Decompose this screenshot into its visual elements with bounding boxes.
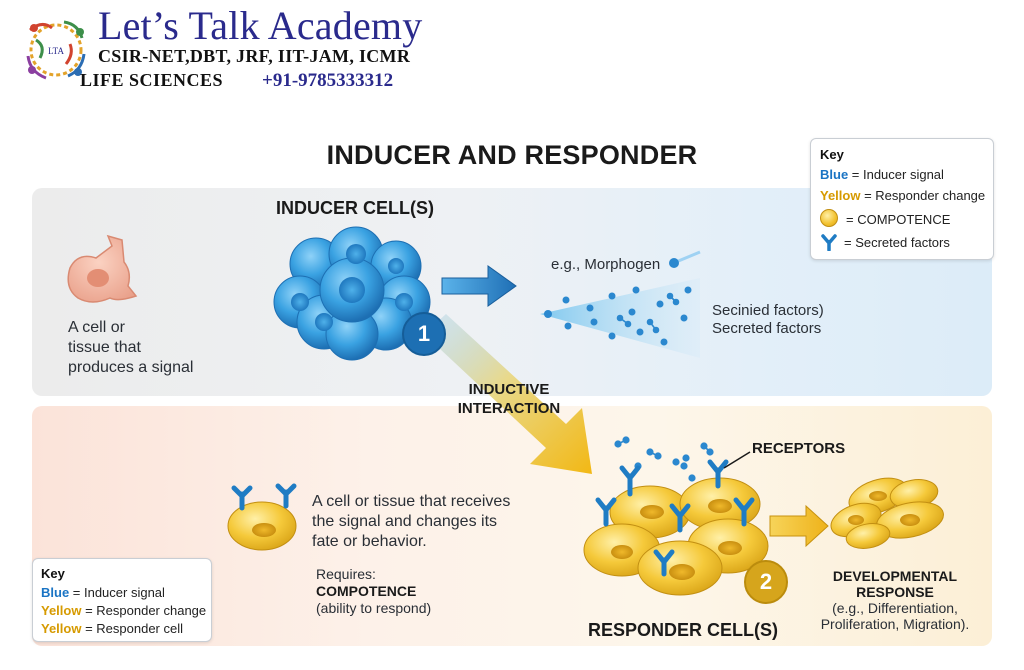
developmental-response-block: DEVELOPMENTAL RESPONSE (e.g., Differenti… xyxy=(800,568,990,632)
receptor-y-icon xyxy=(821,234,837,252)
key-row-yellow: Yellow = Responder change xyxy=(41,603,206,618)
academy-exams: CSIR-NET,DBT, JRF, IIT-JAM, ICMR xyxy=(98,46,411,66)
key-color-word: Yellow xyxy=(820,188,861,203)
key-row-yellow: Yellow = Responder change xyxy=(820,188,985,203)
logo-mark-text: LTA xyxy=(48,46,64,56)
inducer-cell-icon xyxy=(67,234,138,303)
key-heading: Key xyxy=(820,147,844,162)
key-legend-top: Key Blue = Inducer signal Yellow = Respo… xyxy=(810,138,994,260)
developmental-response-heading: RESPONSE xyxy=(856,584,934,600)
inductive-line: INTERACTION xyxy=(457,400,561,417)
responder-description-line: fate or behavior. xyxy=(312,533,427,550)
responder-heading: RESPONDER CELL(S) xyxy=(588,620,779,640)
key-color-word: Yellow xyxy=(41,621,82,636)
key-color-word: Blue xyxy=(820,167,849,182)
inducer-description-line: A cell or xyxy=(68,319,125,336)
secreted-factors-spray-icon xyxy=(540,250,701,358)
developmental-response-example: Proliferation, Migration). xyxy=(820,616,970,632)
responder-description-line: the signal and changes its xyxy=(312,513,498,530)
inducer-description-line: tissue that xyxy=(68,339,141,356)
competence-note: (ability to respond) xyxy=(316,600,432,616)
academy-subject: LIFE SCIENCES xyxy=(80,70,224,90)
key-row-text: = Inducer signal xyxy=(848,167,944,182)
key-legend-bottom: Key Blue = Inducer signal Yellow = Respo… xyxy=(32,558,212,642)
secreted-factors-line: Secreted factors xyxy=(712,320,822,337)
secreted-factors-label: Secinied factors) Secreted factors xyxy=(712,302,824,338)
key-row-text: = Inducer signal xyxy=(69,585,165,600)
step-badge-1: 1 xyxy=(402,312,446,356)
key-row-text: = Responder change xyxy=(860,188,986,203)
key-row-text: = Secreted factors xyxy=(844,235,950,250)
developmental-response-heading: DEVELOPMENTAL xyxy=(832,568,958,584)
academy-name: Let’s Talk Academy xyxy=(98,3,423,48)
receptor-icons xyxy=(595,459,755,577)
morphogen-label: e.g., Morphogen xyxy=(551,256,661,273)
receptors-label: RECEPTORS xyxy=(752,440,846,457)
response-arrow-icon xyxy=(769,504,829,548)
ligand-molecules-icon xyxy=(614,436,714,482)
key-row-blue: Blue = Inducer signal xyxy=(41,585,165,600)
key-row-text: = Responder cell xyxy=(81,621,183,636)
academy-phone: +91-9785333312 xyxy=(262,70,394,91)
key-color-word: Blue xyxy=(41,585,70,600)
key-heading: Key xyxy=(41,566,65,581)
step-badge-2: 2 xyxy=(744,560,788,604)
responder-cluster-icon xyxy=(583,477,769,596)
inducer-cluster-icon xyxy=(273,226,431,361)
key-row-text: = Responder change xyxy=(81,603,207,618)
key-row-yellow-cell: Yellow = Responder cell xyxy=(41,621,183,636)
responder-description-line: A cell or tissue that receives xyxy=(312,493,511,510)
inducer-description-line: produces a signal xyxy=(68,359,194,376)
requires-label: Requires: xyxy=(316,566,376,582)
inductive-interaction-label: INDUCTIVE INTERACTION xyxy=(446,380,572,418)
inducer-heading: INDUCER CELL(S) xyxy=(276,198,434,218)
inducer-description: A cell or tissue that produces a signal xyxy=(68,318,193,378)
developmental-response-cells-icon xyxy=(830,477,944,549)
secreted-factors-line: Secinied factors) xyxy=(712,302,824,319)
key-row-text: = COMPOTENCE xyxy=(846,212,951,227)
inductive-line: INDUCTIVE xyxy=(468,381,550,398)
responder-cell-icon xyxy=(227,483,297,551)
receptors-pointer xyxy=(723,451,751,469)
key-row-competence: = COMPOTENCE xyxy=(820,209,950,227)
key-row-blue: Blue = Inducer signal xyxy=(820,167,944,182)
competence-term: COMPOTENCE xyxy=(316,583,417,599)
competence-circle-icon xyxy=(820,209,838,227)
signal-arrow-icon xyxy=(441,265,517,307)
key-row-secreted: = Secreted factors xyxy=(820,233,950,252)
key-color-word: Yellow xyxy=(41,603,82,618)
responder-description: A cell or tissue that receives the signa… xyxy=(312,492,510,552)
developmental-response-example: (e.g., Differentiation, xyxy=(832,600,958,616)
inductive-arrow-icon xyxy=(424,314,592,474)
academy-logo-icon: LTA xyxy=(26,20,86,80)
requires-block: Requires: COMPOTENCE (ability to respond… xyxy=(316,566,431,617)
diagram-title: INDUCER AND RESPONDER xyxy=(326,140,698,170)
